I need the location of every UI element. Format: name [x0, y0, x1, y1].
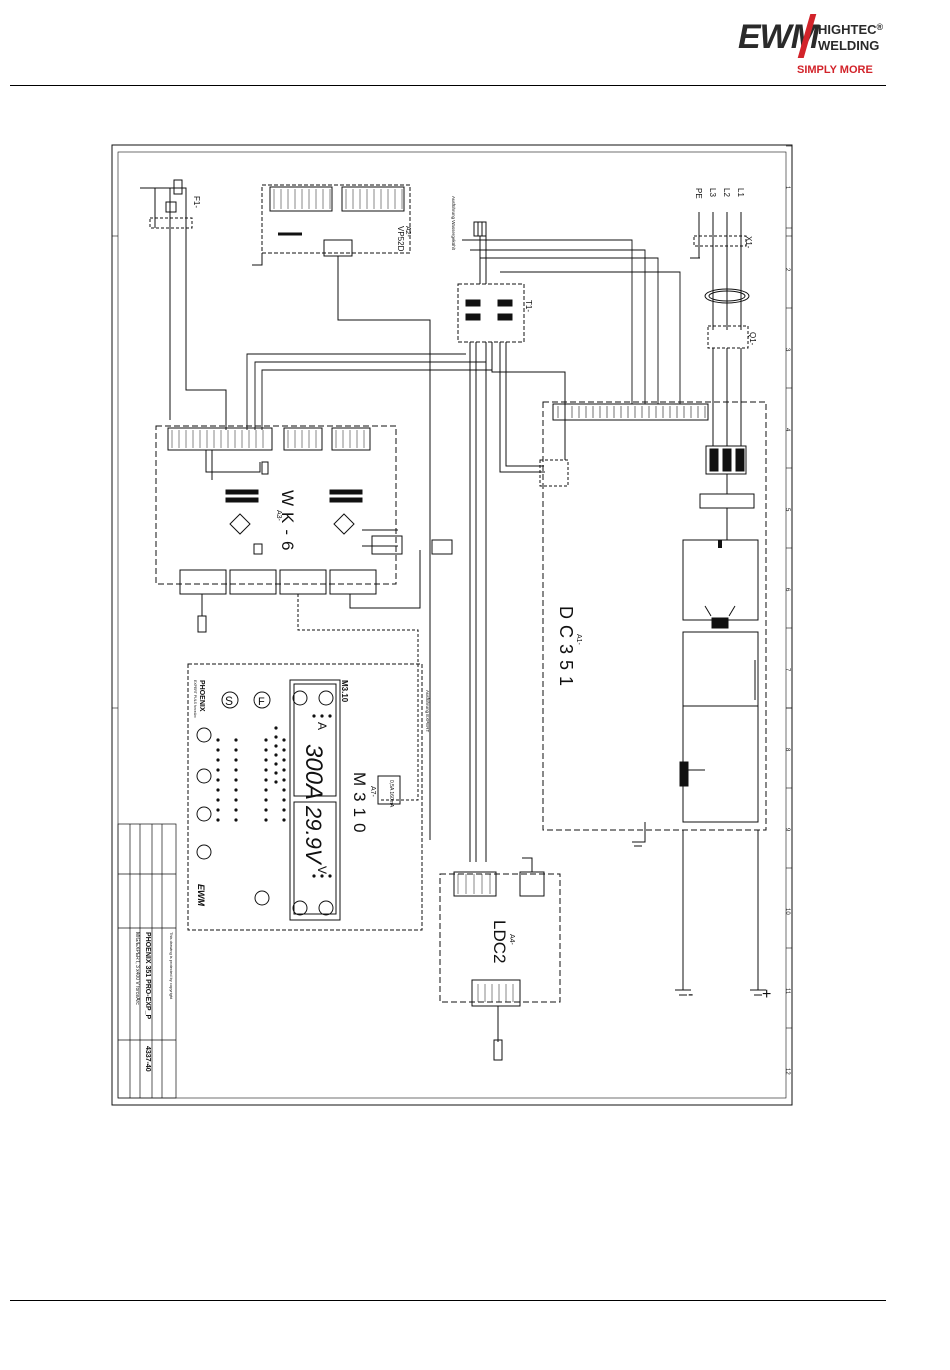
header-rule — [10, 85, 886, 86]
wk6-ref: A3- — [275, 510, 282, 522]
title-product: PHOENIX 351 PRO-EXP_P — [144, 932, 151, 1019]
vp52d-label: VP52D — [396, 226, 405, 252]
mains-label-l3: L3 — [708, 188, 717, 197]
module-ldc2: LDC2 A4- — [439, 857, 561, 1061]
polarity-minus: - — [688, 986, 693, 1003]
panel-volts: 29.9V — [301, 805, 326, 866]
title-subtitle: MIG/EXPERT, 3 x400 V forceArc — [134, 932, 140, 1005]
title-copyright: This drawing is protected by copyright — [169, 932, 174, 1000]
ruler-number: 1 — [784, 186, 790, 190]
panel-ewm: EWM — [196, 884, 206, 906]
output-lines: - + — [632, 822, 771, 1003]
page-header: EWM HIGHTEC® WELDING SIMPLY MORE — [0, 0, 950, 90]
panel-amps: 300A — [300, 744, 327, 800]
panel-unit-a: A — [315, 722, 329, 730]
ruler-number: 3 — [784, 348, 790, 352]
drawing-frame — [111, 144, 793, 1106]
water-note: Ausführung Wassergekühlt — [451, 196, 456, 251]
x1-label: X1- — [744, 236, 753, 249]
ruler-number: 4 — [784, 428, 790, 432]
logo-welding: WELDING — [818, 38, 880, 53]
ruler-number: 2 — [784, 268, 790, 272]
f1-label: F1- — [192, 196, 201, 208]
ldc2-label: LDC2 — [490, 920, 509, 963]
fuse-f1: F1- — [140, 179, 227, 430]
expert-note: Ausführung EXPERT — [425, 690, 430, 732]
mains-label-l1: L1 — [736, 188, 745, 197]
ruler-number: 6 — [784, 588, 790, 592]
panel-model: M3.10 — [340, 680, 349, 703]
footer-rule — [10, 1300, 886, 1301]
module-wk6: WK-6 A3- — [155, 425, 453, 801]
ldc-pins — [457, 874, 514, 1002]
ruler-number: 8 — [784, 748, 790, 752]
module-dc351: DC351 A1- — [542, 401, 767, 831]
m310-label: M310 — [350, 772, 369, 839]
dc351-label: DC351 — [556, 606, 576, 692]
ruler-number: 7 — [784, 668, 790, 672]
ruler-number: 11 — [784, 988, 790, 995]
ldc2-ref: A4- — [508, 934, 515, 946]
ruler-number: 10 — [784, 908, 790, 915]
dc351-ref: A1- — [575, 634, 582, 646]
t1-label: T1- — [524, 300, 533, 312]
module-vp52d: VP52D A2- — [252, 184, 431, 840]
interconnect-wiring — [246, 239, 681, 430]
polarity-plus: + — [762, 986, 771, 1003]
wk6-label: WK-6 — [278, 490, 297, 557]
mains-label-pe: PE — [694, 188, 703, 199]
panel-sub: EXPERT PULS forceArc — [193, 680, 197, 718]
panel-unit-v: V — [315, 866, 329, 874]
drawing-inner-frame — [117, 151, 787, 1099]
logo-hightec: HIGHTEC® — [818, 22, 884, 37]
module-m310: 300A 29.9V A V M3.10 PHOENIX EXPERT PULS… — [187, 663, 430, 931]
fuse-note: 0,5A 160mA — [388, 780, 394, 808]
q1-label: Q1- — [748, 332, 757, 346]
panel-btn-f: F — [258, 696, 265, 708]
title-block: PHOENIX 351 PRO-EXP_P MIG/EXPERT, 3 x400… — [117, 823, 177, 1099]
panel-brand: PHOENIX — [198, 680, 205, 712]
mains-section: PE L3 L2 L1 X1- Q1- — [690, 188, 757, 446]
m310-ref: A7- — [369, 786, 376, 798]
ruler-number: 5 — [784, 508, 790, 512]
vp52d-ref: A2- — [404, 226, 411, 238]
ruler-number: 12 — [784, 1068, 790, 1075]
transformer-t1: T1- Ausführung Wassergekühlt — [451, 196, 569, 862]
title-drawing-no: 4337-40 — [144, 1046, 151, 1072]
logo-tagline: SIMPLY MORE — [797, 64, 873, 76]
ruler-number: 9 — [784, 828, 790, 832]
panel-btn-s: S — [225, 694, 233, 708]
mains-label-l2: L2 — [722, 188, 731, 197]
